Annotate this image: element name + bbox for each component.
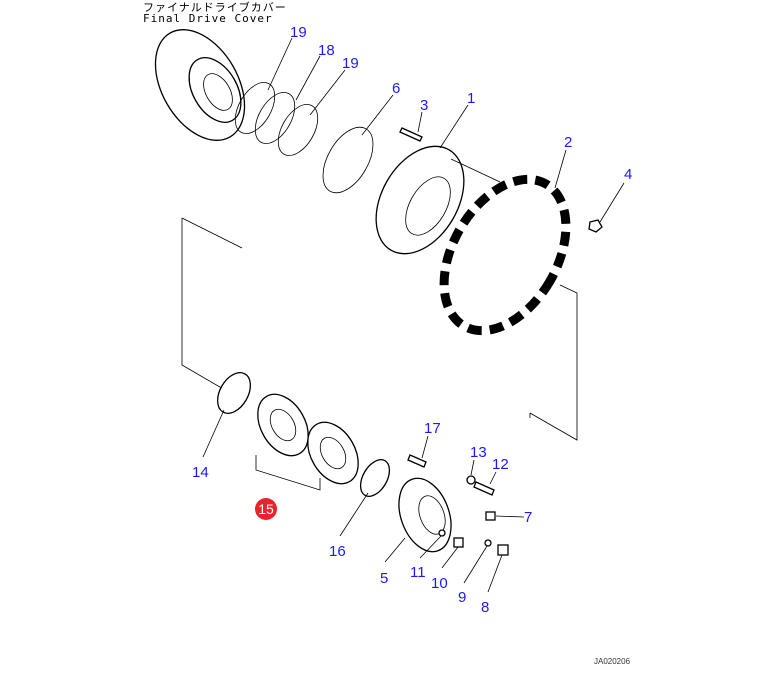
nut-4 [588, 219, 603, 233]
bolt-7 [485, 511, 496, 521]
bolt-10 [453, 537, 464, 548]
callout-19: 19 [342, 55, 359, 72]
seal-rings [234, 82, 319, 156]
callout-9: 9 [458, 589, 466, 606]
callout-18: 18 [318, 42, 335, 59]
hub [375, 145, 465, 255]
o-ring-6 [322, 126, 374, 194]
callout-13: 13 [470, 444, 487, 461]
callout-6: 6 [392, 80, 400, 97]
callout-1: 1 [467, 90, 475, 107]
callout-8: 8 [481, 599, 489, 616]
callout-10: 10 [431, 575, 448, 592]
callout-2: 2 [564, 134, 572, 151]
callout-16: 16 [329, 543, 346, 560]
plate-16 [359, 459, 391, 497]
sprocket-segments [439, 174, 571, 336]
cover-5 [398, 477, 452, 553]
callout-5: 5 [380, 570, 388, 587]
highlight-marker [255, 498, 277, 520]
title-en: Final Drive Cover [143, 12, 273, 25]
bolt-3 [399, 127, 423, 142]
washer-13 [466, 475, 476, 485]
callout-11: 11 [410, 564, 426, 581]
callout-15: 15 [258, 501, 274, 517]
callout-4: 4 [624, 166, 632, 183]
seal-14 [216, 372, 252, 414]
title-jp: ファイナルドライブカバー [143, 1, 287, 14]
callout-14: 14 [192, 464, 209, 481]
pin-9 [484, 539, 492, 547]
pin-11 [438, 529, 446, 537]
callout-19: 19 [290, 24, 307, 41]
callout-3: 3 [420, 97, 428, 114]
bearing-15b [307, 421, 359, 485]
bolt-12 [473, 481, 495, 496]
bolt-17 [407, 454, 427, 468]
callout-12: 12 [492, 456, 509, 473]
callout-17: 17 [424, 420, 441, 437]
bolt-8 [497, 544, 509, 556]
callout-7: 7 [524, 509, 532, 526]
final-drive-cover [154, 29, 246, 141]
bearing-15a [257, 393, 309, 457]
drawing-code: JA020206 [594, 657, 631, 666]
